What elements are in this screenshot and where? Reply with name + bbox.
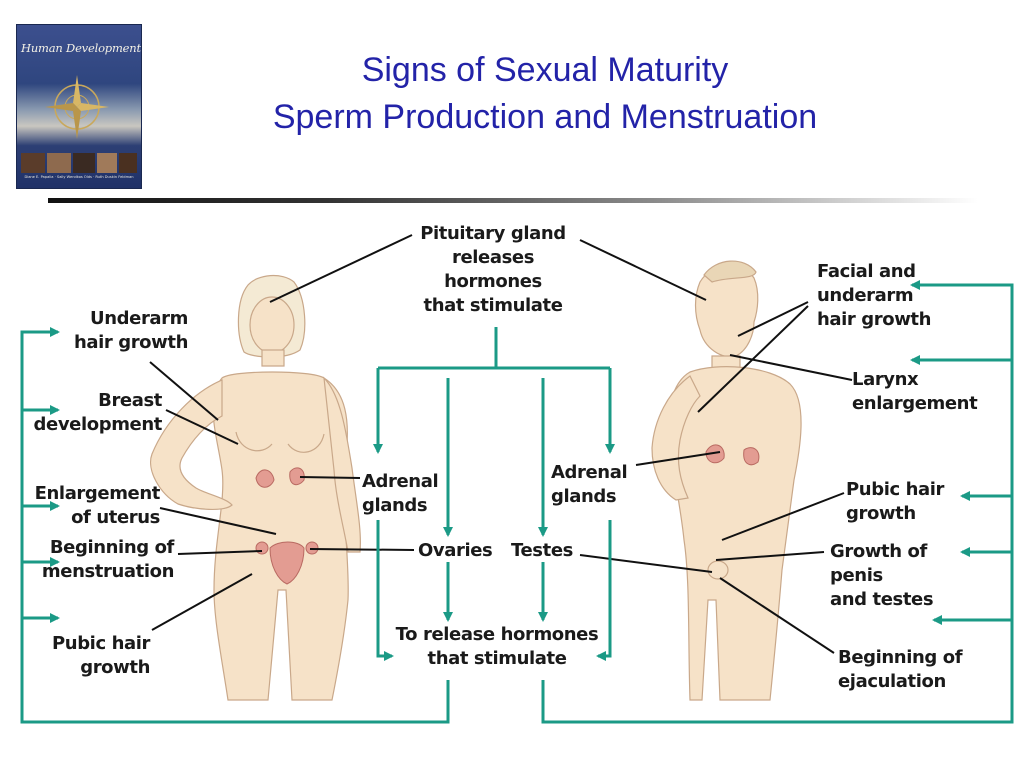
callout-lines bbox=[149, 234, 853, 654]
female-glands-and-uterus bbox=[255, 467, 319, 585]
adrenal-glands-left-label: Adrenal glands bbox=[362, 471, 439, 516]
slide-title-line1: Signs of Sexual Maturity bbox=[361, 51, 729, 89]
beginning-of-menstruation-label: Beginning of menstruation bbox=[41, 537, 174, 582]
male-glands bbox=[705, 444, 760, 466]
testes-label: Testes bbox=[511, 540, 573, 561]
larynx-enlargement-label: Larynx enlargement bbox=[852, 369, 978, 414]
hormone-flow-arrows bbox=[20, 280, 1014, 724]
underarm-hair-label: Underarm hair growth bbox=[73, 308, 188, 353]
enlargement-of-uterus-label: Enlargement of uterus bbox=[34, 483, 161, 528]
growth-of-penis-testes-label: Growth of penis and testes bbox=[830, 541, 934, 610]
male-figure-illustration bbox=[651, 260, 802, 701]
beginning-of-ejaculation-label: Beginning of ejaculation bbox=[838, 647, 963, 692]
pituitary-gland-label: Pituitary gland releases hormones that s… bbox=[420, 223, 566, 316]
book-title: Human Development bbox=[21, 41, 141, 55]
compass-rose-icon bbox=[21, 75, 137, 173]
breast-development-label: Breast development bbox=[33, 390, 163, 435]
facial-underarm-hair-label: Facial and underarm hair growth bbox=[817, 261, 932, 330]
ovaries-label: Ovaries bbox=[418, 540, 493, 561]
male-genital-outline bbox=[707, 560, 729, 580]
slide-title-line2: Sperm Production and Menstruation bbox=[272, 98, 818, 136]
adrenal-glands-right-label: Adrenal glands bbox=[551, 462, 628, 507]
release-hormones-label: To release hormones that stimulate bbox=[395, 624, 599, 669]
book-authors: Diane E. Papalia · Sally Wendkos Olds · … bbox=[24, 175, 134, 179]
title-divider bbox=[48, 198, 978, 203]
book-cover-image: Human Development Diane E. Papalia · Sal… bbox=[17, 25, 141, 188]
male-pubic-hair-label: Pubic hair growth bbox=[846, 479, 945, 524]
female-figure-illustration bbox=[150, 275, 361, 701]
female-pubic-hair-label: Pubic hair growth bbox=[51, 633, 150, 678]
